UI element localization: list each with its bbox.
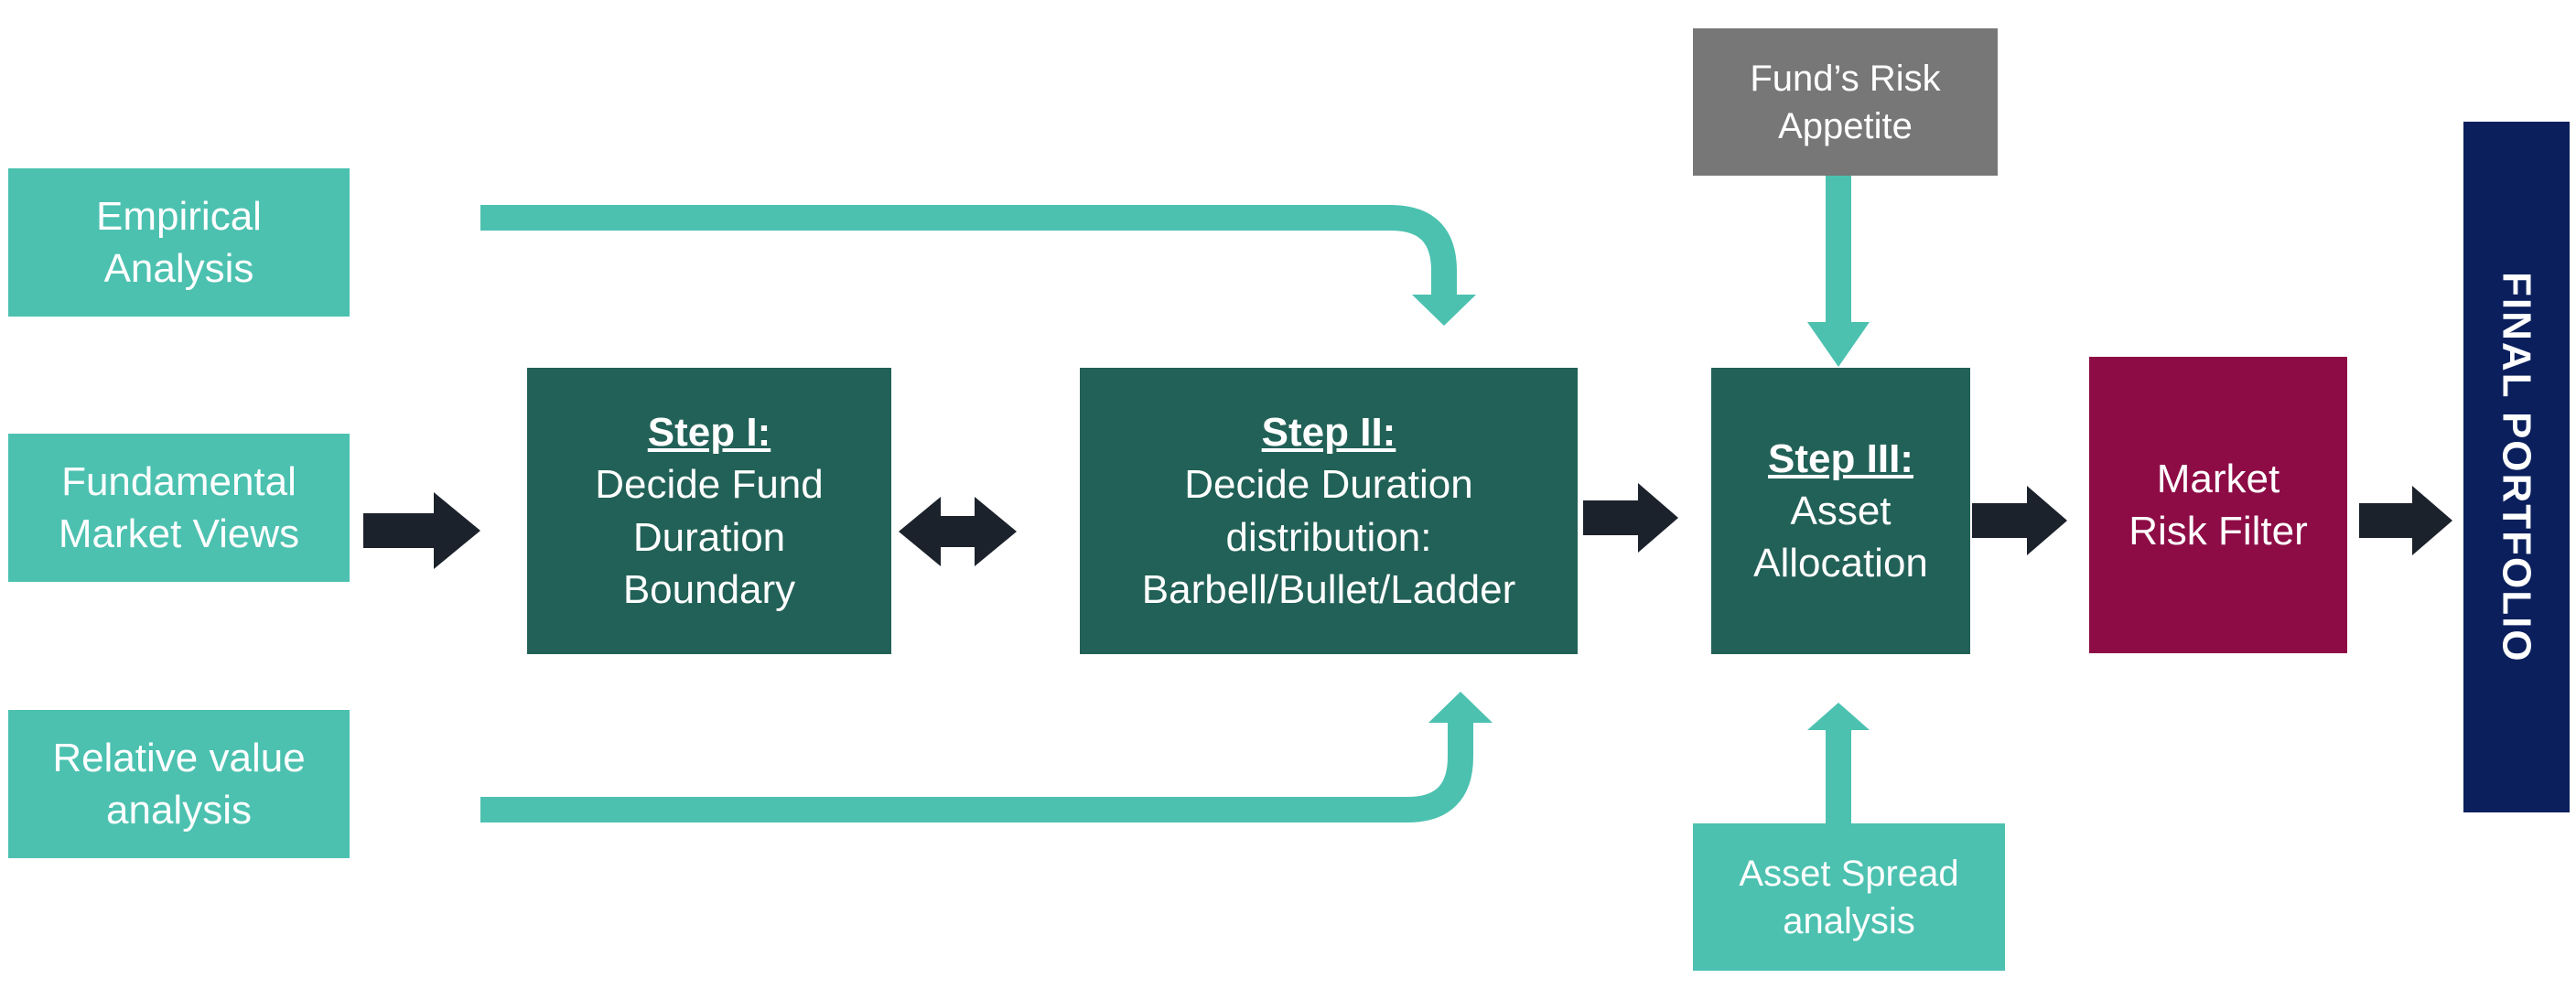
final-portfolio-label: FINAL PORTFOLIO — [2494, 271, 2539, 663]
step3-title: Step III: — [1768, 435, 1913, 481]
curved-arrow-relative-head — [1428, 692, 1493, 723]
asset-spread-label: Asset Spread analysis — [1739, 853, 1959, 941]
arrow-inputs-to-step1 — [363, 492, 480, 569]
step2-box: Step II: Decide Duration distribution: B… — [1080, 368, 1578, 654]
relative-value-analysis-label: Relative value analysis — [52, 735, 306, 833]
fundamental-market-views-label: Fundamental Market Views — [58, 458, 300, 556]
market-risk-filter-box: Market Risk Filter — [2089, 357, 2347, 653]
curved-arrow-empirical-head — [1412, 295, 1476, 326]
curved-arrow-empirical-to-step2 — [480, 205, 1457, 295]
step2-line2: Barbell/Bullet/Ladder — [1141, 566, 1516, 612]
step1-title: Step I: — [647, 410, 771, 456]
arrow-asset-spread-head — [1807, 703, 1870, 730]
step3-text: Asset Allocation — [1753, 488, 1928, 586]
arrow-risk-appetite-shaft — [1826, 176, 1851, 322]
market-risk-filter-label: Market Risk Filter — [2129, 456, 2308, 554]
arrow-filter-to-final — [2359, 486, 2452, 555]
arrow-step3-to-filter — [1972, 486, 2067, 555]
fundamental-market-views-box: Fundamental Market Views — [8, 434, 350, 582]
final-portfolio-bar: FINAL PORTFOLIO — [2463, 122, 2570, 812]
asset-spread-box: Asset Spread analysis — [1693, 823, 2005, 971]
double-arrow-step1-step2 — [899, 497, 1017, 566]
curved-arrow-relative-to-step2 — [480, 723, 1473, 822]
risk-appetite-label: Fund’s Risk Appetite — [1750, 58, 1941, 146]
arrow-step2-to-step3 — [1583, 483, 1678, 553]
step3-box: Step III: Asset Allocation — [1711, 368, 1970, 654]
empirical-analysis-box: Empirical Analysis — [8, 168, 350, 317]
step1-box: Step I: Decide Fund Duration Boundary — [527, 368, 891, 654]
arrow-asset-spread-shaft — [1826, 730, 1851, 823]
step1-text: Decide Fund Duration Boundary — [595, 462, 824, 612]
step2-line1: Decide Duration distribution: — [1184, 462, 1473, 560]
step2-title: Step II: — [1261, 410, 1396, 456]
empirical-analysis-label: Empirical Analysis — [96, 193, 262, 291]
relative-value-analysis-box: Relative value analysis — [8, 710, 350, 858]
risk-appetite-box: Fund’s Risk Appetite — [1693, 28, 1998, 176]
arrow-risk-appetite-head — [1807, 322, 1870, 367]
